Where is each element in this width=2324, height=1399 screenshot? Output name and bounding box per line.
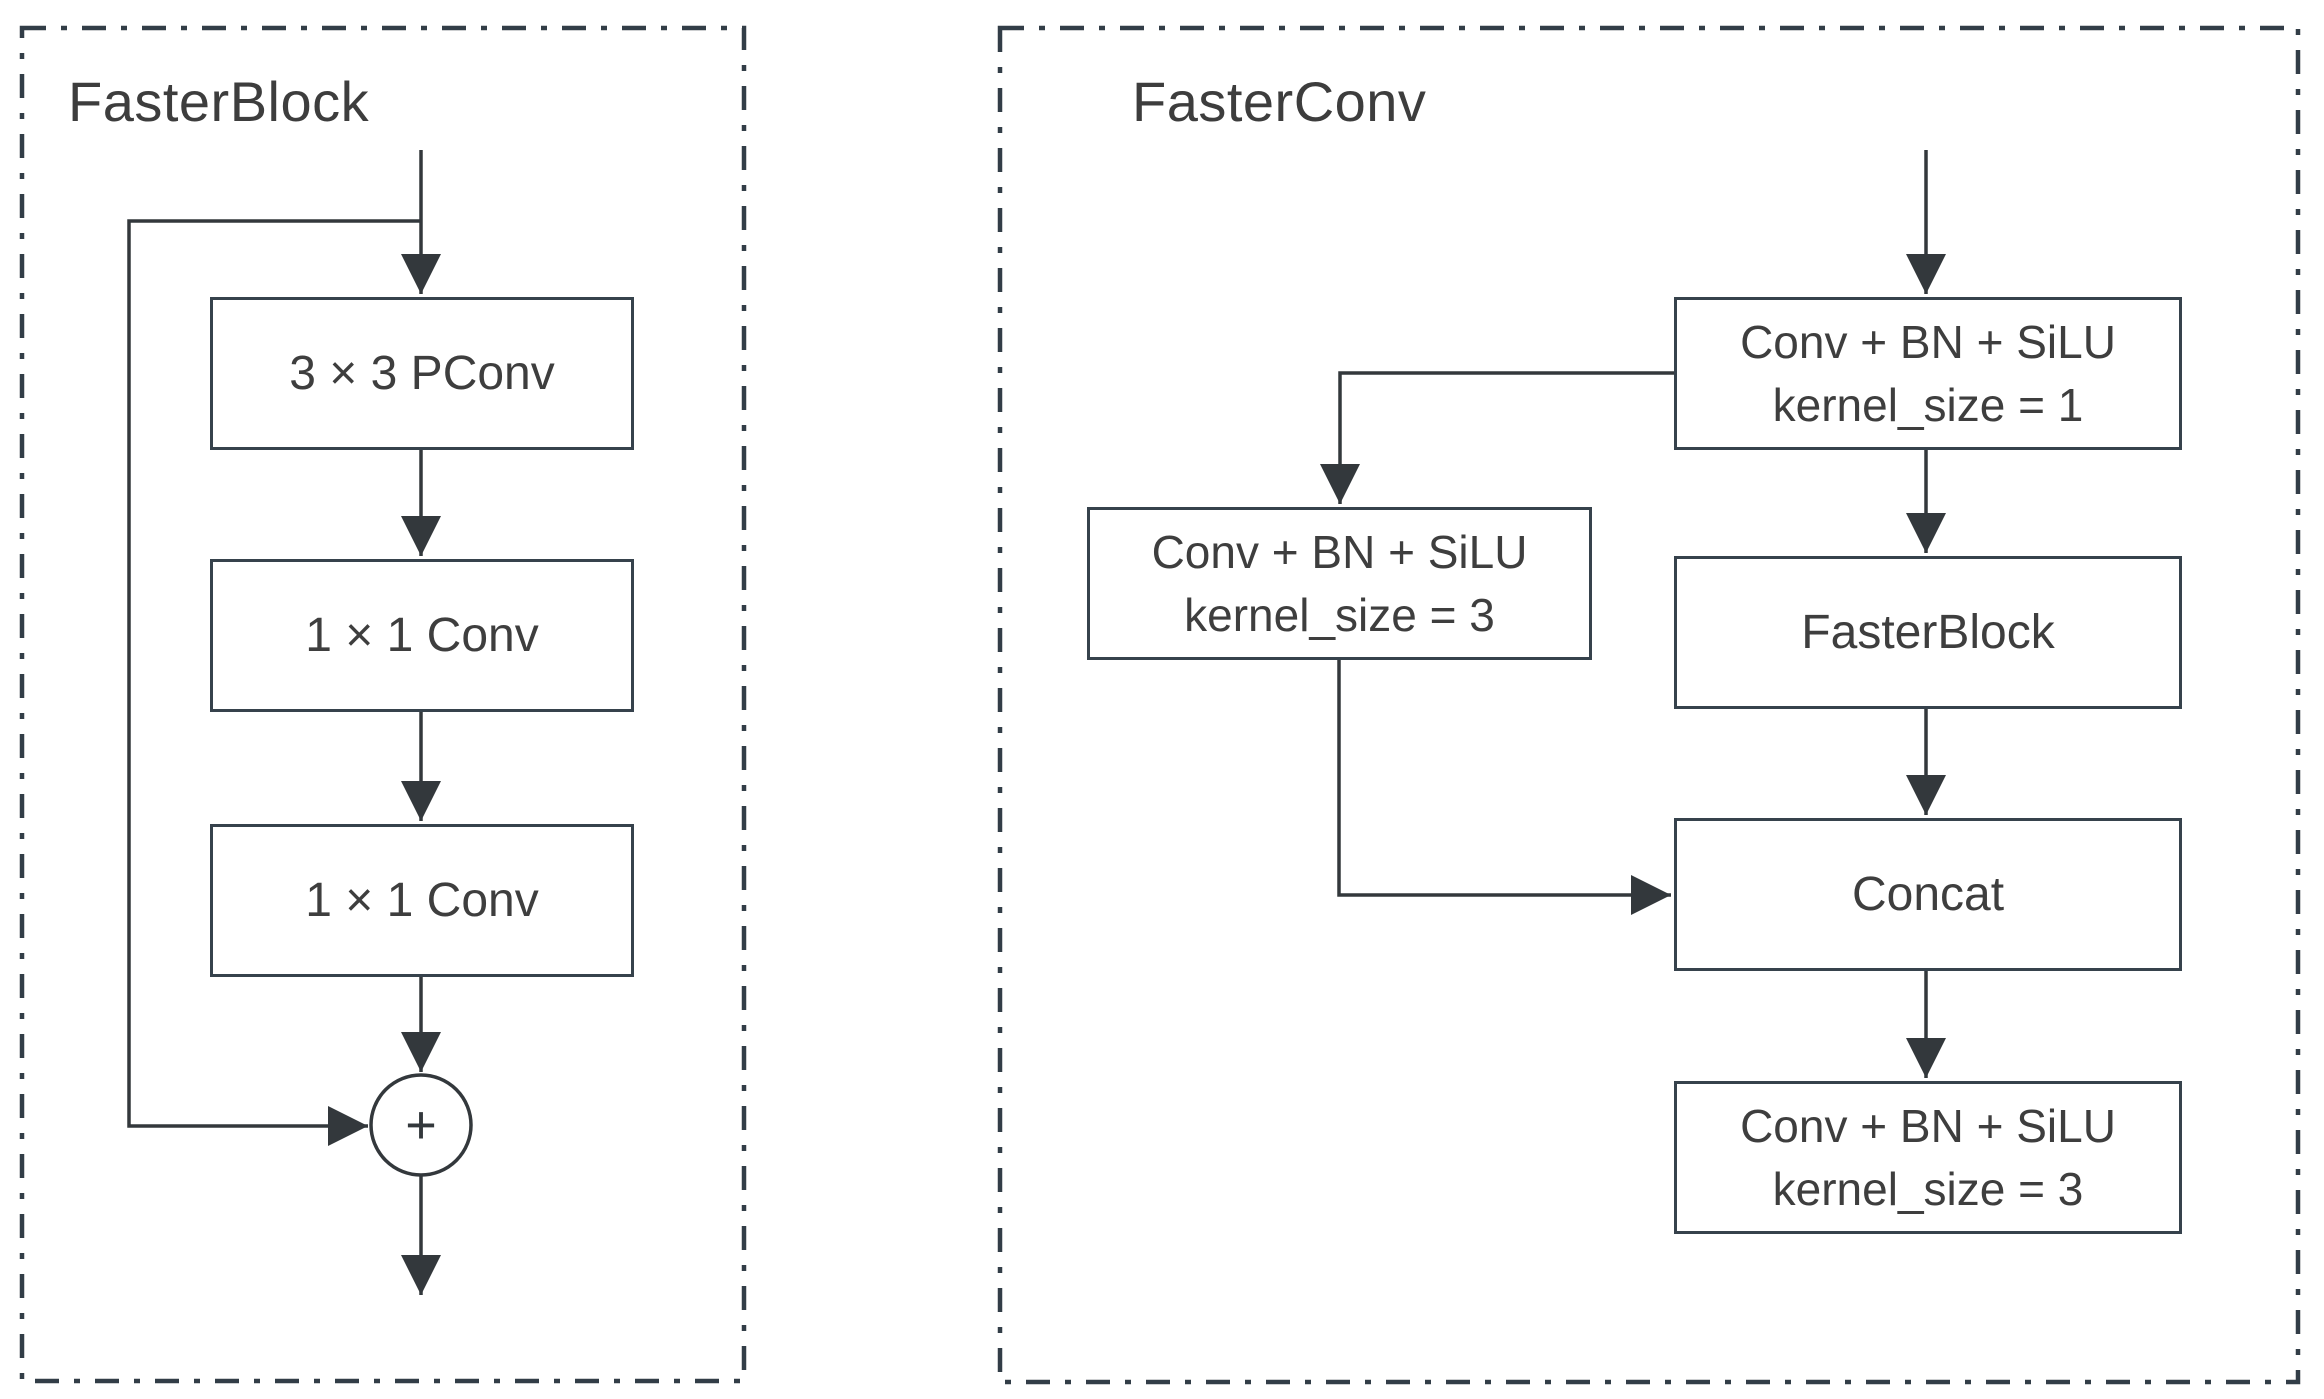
node-pconv-3x3-label: 3 × 3 PConv [289, 346, 555, 400]
fasterconv-title: FasterConv [1132, 70, 1427, 133]
node-cbs-kernel1: Conv + BN + SiLU kernel_size = 1 [1674, 297, 2182, 450]
node-conv-1x1-b-label: 1 × 1 Conv [305, 873, 539, 927]
node-cbs-kernel3-output: Conv + BN + SiLU kernel_size = 3 [1674, 1081, 2182, 1234]
node-concat: Concat [1674, 818, 2182, 971]
branch-arrow-k1-to-k3 [1320, 371, 1675, 504]
node-cbs-kernel1-line2: kernel_size = 1 [1772, 378, 2084, 431]
node-cbs-kernel3-output-line2: kernel_size = 3 [1772, 1162, 2084, 1215]
node-cbs-kernel3-output-line1: Conv + BN + SiLU [1740, 1099, 2116, 1152]
node-fasterblock-label: FasterBlock [1801, 605, 2055, 659]
node-cbs-kernel3-branch: Conv + BN + SiLU kernel_size = 3 [1087, 507, 1592, 660]
node-conv-1x1-a: 1 × 1 Conv [210, 559, 634, 712]
node-conv-1x1-a-label: 1 × 1 Conv [305, 608, 539, 662]
node-pconv-3x3: 3 × 3 PConv [210, 297, 634, 450]
node-cbs-kernel3-branch-line2: kernel_size = 3 [1184, 588, 1495, 641]
node-fasterblock: FasterBlock [1674, 556, 2182, 709]
node-cbs-kernel3-branch-line1: Conv + BN + SiLU [1151, 525, 1528, 578]
fasterblock-skip-connection-arrow [127, 219, 421, 1146]
fasterconv-container-border [997, 25, 2301, 1385]
add-node-label: + [405, 1095, 437, 1155]
node-cbs-kernel1-line1: Conv + BN + SiLU [1740, 315, 2116, 368]
fasterblock-container-border [19, 25, 747, 1384]
node-conv-1x1-b: 1 × 1 Conv [210, 824, 634, 977]
node-concat-label: Concat [1851, 867, 2005, 921]
branch-arrow-k3-to-concat [1337, 660, 1671, 915]
fasterblock-title: FasterBlock [68, 70, 370, 133]
